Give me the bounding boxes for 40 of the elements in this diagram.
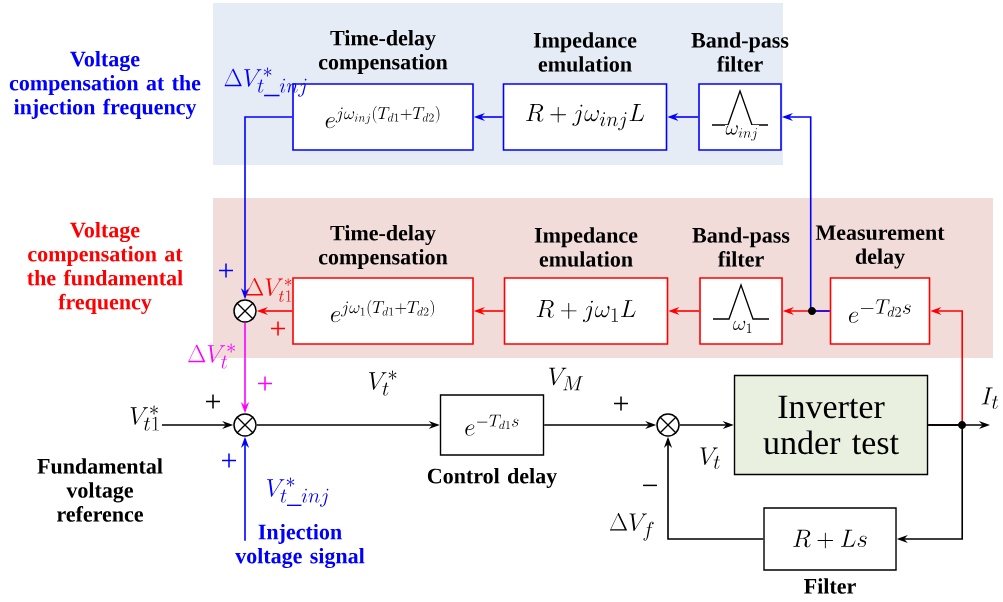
summing-junction [233, 413, 257, 437]
edge-label: $\Delta V_{t1}^{*}$ [245, 277, 292, 302]
block-box: $e^{-T_{d2}s}$ [829, 277, 931, 345]
edge-label: $\Delta V_{t}^{*}$ [188, 343, 235, 369]
block-caption: Injection voltage signal [235, 523, 365, 569]
block-heading: Time-delay compensation [319, 225, 448, 269]
panel-heading: Voltage compensation at the fundamental frequency [27, 222, 183, 314]
block-heading: Measurement delay [815, 225, 945, 269]
filter-box: $\omega_{inj}$ [698, 83, 782, 151]
sign-label: + [271, 321, 285, 336]
panel-heading: Voltage compensation at the injection frequency [9, 51, 201, 119]
block-caption: Filter [804, 578, 856, 594]
summing-junction [656, 413, 680, 437]
block-heading: Band-pass filter [692, 227, 790, 267]
edge-label: $V_{t}^{*}$ [369, 370, 397, 396]
signal-label: $I_{t}$ [981, 387, 999, 409]
block-caption: Control delay [427, 468, 557, 488]
block-caption: Fundamental voltage reference [37, 458, 163, 522]
filter-box: $\omega_{1}$ [699, 277, 783, 345]
sign-label: + [614, 396, 628, 411]
sign-label: + [206, 394, 220, 409]
block-heading: Impedance emulation [534, 227, 638, 267]
signal-label: $V_{t1}^{*}$ [130, 405, 159, 431]
edge-label: $V_{t}$ [700, 447, 720, 469]
block-heading: Time-delay compensation [319, 30, 448, 74]
block-heading: Impedance emulation [533, 32, 637, 72]
sign-label: + [258, 376, 272, 391]
block-heading: Band-pass filter [691, 32, 789, 72]
block-box: $R+j\omega_{1}L$ [503, 277, 669, 345]
edge-label: $V_{M}$ [549, 367, 584, 391]
block-box: $R+j\omega_{inj}L$ [502, 83, 668, 151]
sign-label: + [222, 453, 236, 468]
block-box: $e^{-T_{d1}s}$ [439, 394, 545, 456]
sign-label: + [219, 263, 233, 278]
block-box: $e^{j\omega_{1}(T_{d1}+T_{d2})}$ [292, 277, 474, 345]
block-box: $R+Ls$ [763, 507, 897, 571]
sign-label: − [643, 484, 657, 487]
block-box: Inverter under test [733, 374, 929, 476]
signal-label: $V_{t\_inj}^{*}$ [267, 477, 329, 507]
edge-label: $\Delta V_{f}$ [609, 513, 654, 541]
